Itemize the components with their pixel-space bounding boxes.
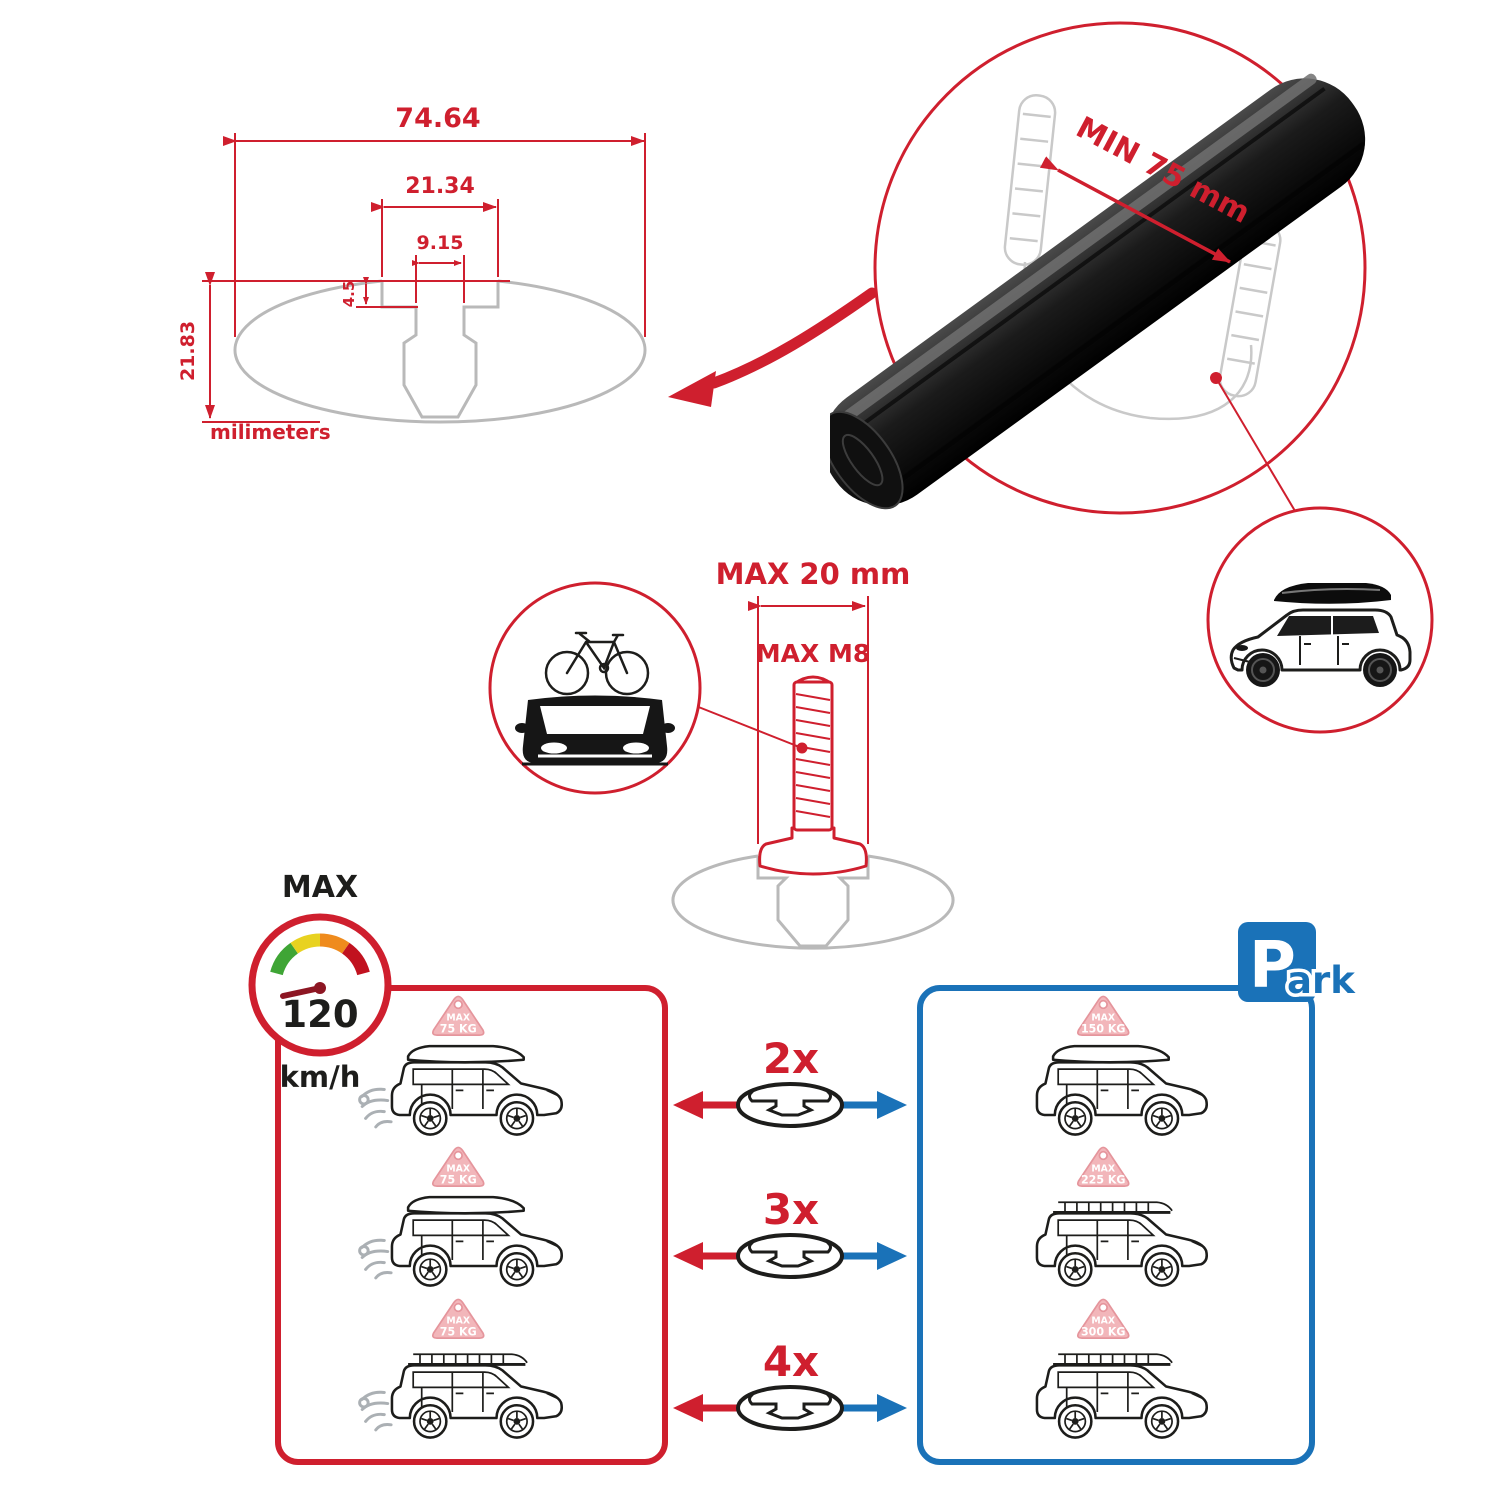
driving-car-3: MAX 75 KG: [358, 1298, 562, 1437]
bar-count-row-4x: 4x: [673, 1337, 907, 1431]
parked-car-1: MAX 150 KG: [1037, 995, 1207, 1134]
load-badge-weight: 225 KG: [1081, 1174, 1126, 1187]
driving-car-2: MAX 75 KG: [358, 1146, 562, 1285]
mini-profile-icon: [748, 1241, 832, 1268]
max-thread-label: MAX M8: [756, 639, 870, 668]
bicycle-icon: [544, 631, 650, 696]
dimension-channel-inner-label: 9.15: [417, 232, 464, 254]
dimension-total-height: 21.83: [177, 272, 510, 423]
slot-profile-outline: [671, 854, 955, 950]
multiplier-label: 3x: [763, 1185, 819, 1234]
headlight-right: [623, 742, 649, 754]
anchor-dot: [1210, 372, 1222, 384]
t-bolt: [758, 675, 868, 876]
mini-profile-icon: [748, 1393, 832, 1420]
dimension-total-width-label: 74.64: [395, 103, 480, 134]
dimension-lip-depth: 4.5: [340, 277, 418, 308]
park-sign-rest: ark: [1287, 959, 1356, 1002]
roof-box: [1274, 583, 1391, 604]
load-badge-label: MAX: [446, 1164, 471, 1175]
mini-profile-icon: [748, 1090, 832, 1117]
slot-extension-lines: [757, 596, 869, 844]
park-sign-square: [1238, 922, 1316, 1002]
dimension-total-height-label: 21.83: [177, 321, 199, 381]
parked-car-3: MAX 300 KG: [1037, 1298, 1207, 1437]
windshield: [540, 706, 650, 734]
parked-car-2: MAX 225 KG: [1037, 1146, 1207, 1285]
load-badge-weight: 75 KG: [440, 1023, 477, 1036]
load-badge-weight: 75 KG: [440, 1174, 477, 1187]
pointer-arrow: [668, 287, 878, 407]
headlight-left: [541, 742, 567, 754]
wheel-rear: [1363, 653, 1397, 687]
wheel-front: [1246, 653, 1280, 687]
bar-count-row-3x: 3x: [673, 1185, 907, 1279]
park-sign: P ark: [1238, 922, 1360, 1006]
load-badge-label: MAX: [1091, 1316, 1116, 1327]
cross-section-diagram: 74.64 21.34 9.15 4.5 21.83 milim: [177, 103, 878, 444]
bar-count-row-2x: 2x: [673, 1034, 907, 1128]
dimension-total-width: 74.64: [223, 103, 646, 337]
units-label: milimeters: [210, 420, 331, 444]
park-sign-letter: P: [1249, 929, 1296, 1003]
load-badge-label: MAX: [1091, 1164, 1116, 1175]
gauge-needle: [280, 985, 323, 999]
speed-limit-gauge: MAX 120 km/h: [248, 870, 392, 1094]
load-badge-label: MAX: [1091, 1013, 1116, 1024]
multiplier-label: 2x: [763, 1034, 819, 1083]
crossbar-profile-outline: [233, 279, 647, 424]
car-front-with-bike: [515, 631, 675, 766]
speed-value: 120: [281, 993, 358, 1036]
load-comparison-chart: 2x 3x 4x: [248, 870, 1360, 1465]
crossbar-render: MIN 75 mm: [830, 21, 1434, 734]
load-badge-weight: 150 KG: [1081, 1023, 1126, 1036]
crossbar-ellipse-icon: [736, 1082, 844, 1128]
connector-line: [1218, 382, 1299, 517]
tbolt-diagram: MAX 20 mm MAX M8: [488, 557, 955, 950]
load-badge-weight: 75 KG: [440, 1326, 477, 1339]
driving-car-1: MAX 75 KG: [358, 995, 562, 1134]
multiplier-label: 4x: [763, 1337, 819, 1386]
load-badge-label: MAX: [446, 1316, 471, 1327]
suv-with-roofbox: [1229, 583, 1412, 687]
load-badge-weight: 300 KG: [1081, 1326, 1126, 1339]
load-badge-label: MAX: [446, 1013, 471, 1024]
speed-max-label: MAX: [282, 870, 358, 905]
crossbar-ellipse-icon: [736, 1233, 844, 1279]
dimension-channel-inner: 9.15: [412, 232, 465, 303]
max-slot-width-label: MAX 20 mm: [716, 557, 911, 591]
dimension-channel-outer: 21.34: [371, 174, 499, 277]
bike-connector-line: [695, 705, 803, 749]
crossbar-ellipse-icon: [736, 1385, 844, 1431]
dimension-channel-outer-label: 21.34: [405, 174, 475, 199]
dimension-lip-depth-label: 4.5: [340, 281, 358, 308]
speed-unit: km/h: [280, 1060, 361, 1094]
